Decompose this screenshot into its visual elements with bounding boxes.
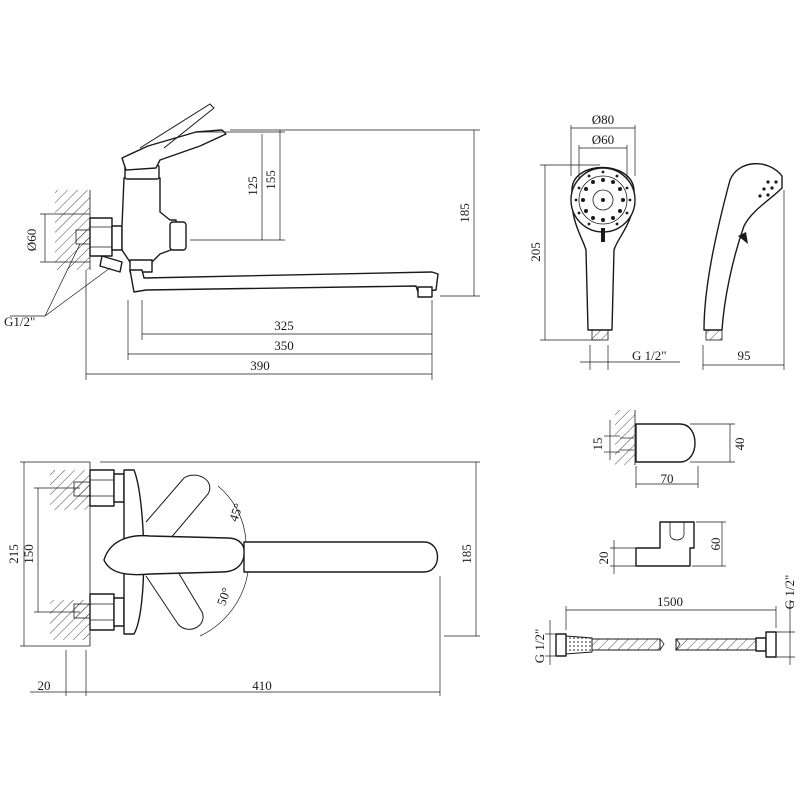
dim-1500-label: 1500 bbox=[657, 594, 683, 609]
connector bbox=[111, 225, 123, 251]
dim-d60-label: Ø60 bbox=[24, 229, 39, 251]
dimensions-top bbox=[20, 461, 480, 696]
aerator bbox=[417, 286, 433, 298]
dim-20-top-label: 20 bbox=[38, 678, 51, 693]
dim-20-bracket-label: 20 bbox=[596, 552, 611, 565]
dim-d60-shower-label: Ø60 bbox=[592, 132, 614, 147]
small-valve bbox=[99, 255, 123, 273]
spout-top bbox=[243, 541, 439, 573]
thread-hose-right-label: G 1/2" bbox=[782, 575, 797, 610]
eccentric-nut bbox=[89, 217, 113, 257]
lever-50-outline bbox=[145, 561, 204, 630]
shower-nozzles bbox=[574, 170, 632, 226]
mixer-body bbox=[121, 177, 177, 263]
eccentric-lower-nut bbox=[89, 593, 115, 631]
dimensions-shower bbox=[540, 125, 785, 370]
hand-shower: Ø80 Ø60 205 G 1/2" 95 bbox=[528, 112, 785, 370]
bracket-slot bbox=[669, 522, 685, 541]
shower-thread-front bbox=[591, 329, 609, 341]
dim-155-label: 155 bbox=[263, 170, 278, 190]
dimensions-side bbox=[10, 129, 480, 380]
dim-390-label: 390 bbox=[250, 358, 270, 373]
shower-head-inner bbox=[578, 175, 628, 225]
holder-body bbox=[635, 423, 696, 463]
dim-325-label: 325 bbox=[274, 318, 294, 333]
dimensions-bracket bbox=[610, 521, 726, 574]
thread-shower-label: G 1/2" bbox=[632, 348, 667, 363]
angle-arc-50 bbox=[199, 571, 249, 637]
thread-g12-label: G1/2" bbox=[4, 314, 35, 329]
hose-nut-left bbox=[555, 633, 567, 657]
holder-wall-hatch bbox=[615, 410, 635, 465]
bracket-body bbox=[635, 521, 695, 567]
dimensions-holder bbox=[604, 420, 735, 488]
angle-45-label: 45° bbox=[226, 501, 246, 523]
eccentric-upper-nut bbox=[89, 469, 115, 507]
eccentric-lower-connector bbox=[113, 597, 125, 627]
dim-205-label: 205 bbox=[528, 242, 543, 262]
hose-nut-right bbox=[765, 631, 777, 658]
threaded-stub bbox=[75, 229, 91, 245]
lever-raised-outline bbox=[139, 103, 215, 149]
dimensions-hose bbox=[545, 600, 795, 665]
angle-50-label: 50° bbox=[214, 585, 234, 607]
dim-350-label: 350 bbox=[274, 338, 294, 353]
dim-125-label: 125 bbox=[245, 176, 260, 196]
hose-connector-right bbox=[755, 637, 767, 652]
shower-hose: 1500 G 1/2" G 1/2" bbox=[532, 575, 797, 665]
lever-handle bbox=[121, 129, 227, 171]
hose-body-left bbox=[591, 638, 661, 651]
eccentric-upper-connector bbox=[113, 473, 125, 503]
shower-handle-side bbox=[703, 162, 783, 331]
dim-215-label: 215 bbox=[6, 544, 21, 564]
lever-top bbox=[103, 534, 246, 576]
dim-95-label: 95 bbox=[738, 348, 751, 363]
shower-thread-side bbox=[705, 329, 723, 341]
shower-side-nozzles bbox=[758, 180, 778, 198]
dim-185-top-label: 185 bbox=[459, 544, 474, 564]
lever-45-outline bbox=[145, 474, 211, 547]
angle-arc-45 bbox=[217, 485, 247, 543]
dim-15-label: 15 bbox=[590, 438, 605, 451]
hose-cone-left bbox=[565, 635, 593, 655]
dim-410-label: 410 bbox=[252, 678, 272, 693]
wall-holder: 15 40 70 bbox=[590, 410, 747, 488]
dim-60-bracket-label: 60 bbox=[708, 538, 723, 551]
dim-40-label: 40 bbox=[732, 438, 747, 451]
dim-185-label: 185 bbox=[457, 203, 472, 223]
dim-150-label: 150 bbox=[21, 544, 36, 564]
shower-side-switch bbox=[738, 232, 748, 244]
thread-hose-left-label: G 1/2" bbox=[532, 629, 547, 664]
shower-switch bbox=[601, 228, 605, 242]
eccentric-lower-stub bbox=[73, 603, 91, 619]
shower-head-center bbox=[592, 189, 614, 211]
spout bbox=[129, 269, 439, 293]
shower-bracket: 20 60 bbox=[596, 521, 726, 574]
hose-body-right bbox=[675, 638, 757, 651]
diverter-knob bbox=[169, 221, 187, 251]
mixer-side-view: 125 155 185 Ø60 G1/2" 325 350 390 bbox=[4, 103, 480, 380]
dim-70-label: 70 bbox=[661, 471, 674, 486]
dim-d80-label: Ø80 bbox=[592, 112, 614, 127]
eccentric-upper-stub bbox=[73, 481, 91, 497]
mixer-top-view: 215 150 185 45° 50° 20 410 bbox=[6, 461, 480, 696]
